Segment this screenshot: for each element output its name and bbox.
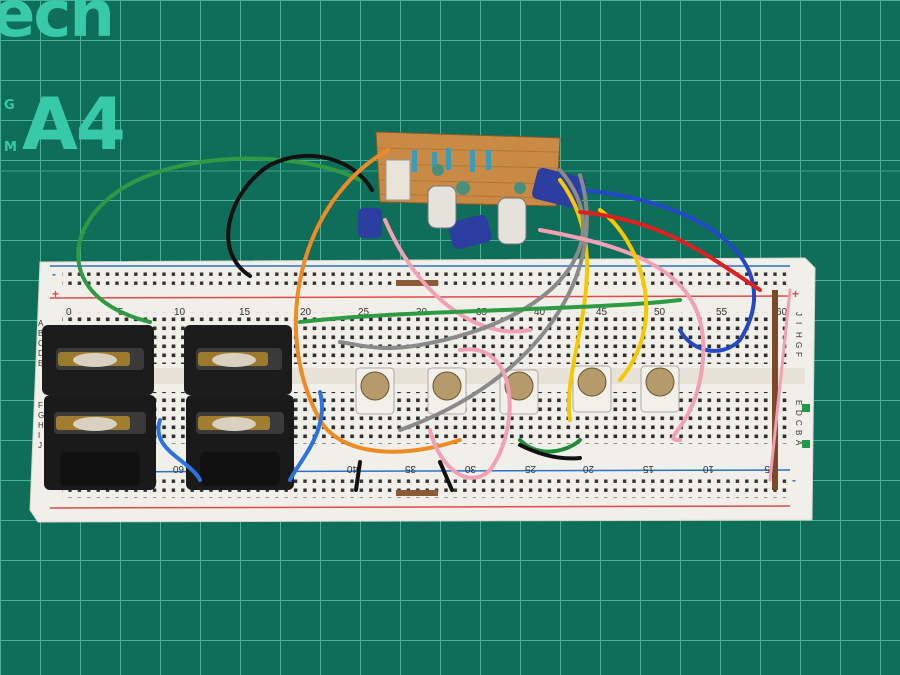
col-number: 10 (174, 307, 186, 318)
col-number: 60 (776, 307, 788, 318)
row-letter-right: A (794, 440, 803, 446)
row-letter: C (38, 339, 44, 348)
green-marker (802, 404, 810, 412)
trimmer-potentiometer (572, 365, 612, 413)
col-number-bottom: 5 (764, 463, 770, 474)
mat-size-text: A4 (22, 82, 126, 166)
rail-minus-sign-right: - (792, 473, 796, 487)
col-number-bottom: 30 (464, 463, 476, 474)
row-letter-right: H (794, 332, 803, 338)
row-letter-right: E (794, 400, 803, 405)
audio-jack (42, 325, 154, 395)
row-letter-right: C (794, 420, 803, 426)
col-number: 45 (596, 307, 608, 318)
row-letter: E (38, 359, 43, 368)
row-letter-right: G (794, 342, 803, 348)
trimmer-potentiometer (427, 367, 467, 415)
trimmer-potentiometer (355, 367, 395, 415)
resistor-lead (772, 290, 778, 490)
row-letter: I (38, 431, 40, 440)
row-letter-right: B (794, 430, 803, 435)
audio-jack (44, 395, 156, 490)
row-letter-right: F (794, 352, 803, 357)
row-letter: J (38, 441, 42, 450)
row-letter: A (38, 319, 44, 328)
electrolytic-capacitor (358, 208, 382, 238)
row-letter: F (38, 401, 43, 410)
col-number-bottom: 25 (524, 463, 536, 474)
transistor (427, 185, 457, 229)
col-number: 15 (239, 307, 251, 318)
jumper-wires (76, 148, 792, 492)
audio-jack (186, 395, 294, 490)
row-letter: G (38, 411, 44, 420)
row-letter: H (38, 421, 44, 430)
row-letter-right: J (794, 312, 803, 316)
row-letter-right: I (794, 322, 803, 324)
mat-side-letter: M (4, 140, 17, 155)
ic-chip (385, 159, 411, 201)
resistor (396, 490, 438, 496)
col-number-bottom: 40 (346, 463, 358, 474)
row-letter: D (38, 349, 44, 358)
col-number: 20 (300, 307, 312, 318)
col-number: 0 (66, 307, 72, 318)
mat-brand-text: ech (0, 0, 115, 52)
stripboard (358, 131, 586, 250)
col-number: 40 (534, 307, 546, 318)
row-letter-right: D (794, 410, 803, 416)
rail-plus-sign: + (52, 287, 59, 301)
col-number: 50 (654, 307, 666, 318)
green-marker (802, 440, 810, 448)
col-number-bottom: 20 (582, 463, 594, 474)
col-number-bottom: 35 (404, 463, 416, 474)
col-number-bottom: 15 (642, 463, 654, 474)
col-number-bottom: 10 (702, 463, 714, 474)
trimmer-potentiometer (640, 365, 680, 413)
row-letter: B (38, 329, 43, 338)
col-number-bottom: 60 (172, 463, 184, 474)
rail-plus-sign-right: + (792, 287, 799, 301)
mat-side-letter: G (4, 98, 15, 113)
col-number: 25 (358, 307, 370, 318)
audio-jack (184, 325, 292, 395)
electrolytic-capacitor (448, 214, 492, 250)
resistor (396, 280, 438, 286)
col-number: 55 (716, 307, 728, 318)
rail-minus-sign: - (52, 267, 56, 281)
transistor (497, 197, 527, 245)
